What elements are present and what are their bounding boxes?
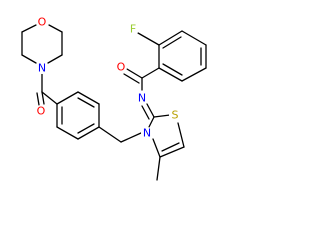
bond [158,30,183,46]
chemical-structure-diagram: F O N S N O N O [21,16,207,181]
bond [161,142,180,152]
bond [36,92,40,106]
bonds [21,24,207,181]
bond [77,91,100,105]
bond [146,103,155,118]
bond [141,67,160,79]
morpholine-nitrogen-atom-label: N [38,62,46,75]
bond [181,30,207,46]
bond [141,105,150,120]
bond [47,54,63,64]
thiazole-nitrogen-atom-label: N [143,127,151,140]
fluorine-atom-label: F [130,23,136,36]
bond [137,32,160,46]
thiazole-sulfur-atom-label: S [172,109,179,122]
bond [41,91,45,105]
bond [181,67,207,82]
bond [77,97,95,108]
atom-labels: F O N S N O N O [35,16,181,140]
bond [159,146,185,158]
bond [48,24,63,33]
bond [148,116,155,128]
bond [56,91,79,105]
bond [126,68,143,79]
bond [77,126,100,140]
carbonyl-oxygen-atom-label: O [37,105,46,118]
bond [156,156,161,181]
bond [123,73,140,84]
bond [77,123,95,134]
bond [153,114,171,118]
morpholine-oxygen-atom-label: O [38,16,47,29]
bond [162,63,183,76]
bond [152,138,161,158]
bond [158,67,183,82]
bond [162,36,182,49]
bond [177,122,185,148]
bond [120,132,142,143]
imine-nitrogen-atom-label: N [138,92,146,105]
bond [41,91,58,105]
bond [56,126,79,140]
amide-oxygen-atom-label: O [117,61,126,74]
bond [21,54,37,64]
bond [98,126,122,143]
bond [21,24,37,33]
